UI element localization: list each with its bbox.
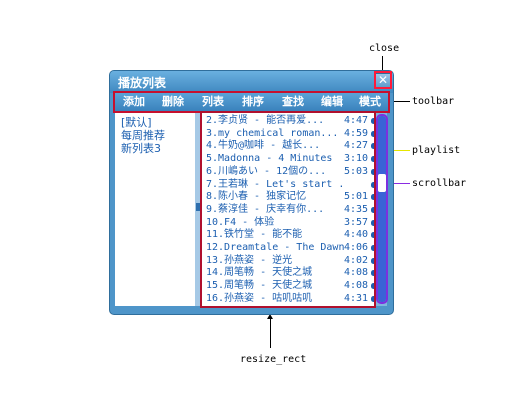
track-title: 10.F4 - 体验 (206, 216, 275, 228)
sidebar-item-weekly[interactable]: 每周推荐 (121, 129, 165, 142)
close-highlight (374, 71, 392, 89)
track-title: 14.周笔畅 - 天使之城 (206, 267, 313, 279)
resize-rect-annotation-label: resize_rect (240, 354, 307, 365)
track-duration: 4:27 (344, 140, 369, 152)
resize-rect[interactable] (377, 341, 385, 349)
track-duration: 5:01 (344, 191, 369, 203)
playlist-row[interactable]: 16.孙燕姿 - 咕叽咕叽 4:31 (206, 292, 374, 306)
track-title: 2.李贞贤 - 能否再爱... (206, 115, 325, 126)
track-duration: 4:31 (344, 292, 369, 304)
playlist-row[interactable]: 7.王若琳 - Let's start ... (206, 178, 374, 192)
playlist-row[interactable]: 5.Madonna - 4 Minutes 3:10 (206, 152, 374, 166)
row-marker-icon (371, 168, 374, 175)
playlist-window: 播放列表 ✕ 添加 删除 列表 排序 查找 编辑 模式 [默认] 每周推荐 新列… (109, 70, 394, 315)
track-duration: 3:10 (344, 153, 369, 165)
row-marker-icon (371, 232, 374, 239)
track-title: 5.Madonna - 4 Minutes (206, 153, 333, 165)
edit-button[interactable]: 编辑 (321, 95, 343, 108)
playlist-row[interactable]: 11.铁竹堂 - 能不能 4:40 (206, 228, 374, 242)
track-title: 4.牛奶@咖啡 - 越长... (206, 140, 321, 152)
resize-rect-annotation-arrow (267, 314, 273, 319)
row-marker-icon (371, 118, 374, 124)
scrollbar-annotation-line (390, 183, 410, 184)
row-marker-icon (371, 181, 374, 188)
list-sidebar: [默认] 每周推荐 新列表3 (115, 113, 195, 306)
track-title: 3.my chemical roman... (206, 127, 339, 139)
track-duration: 4:02 (344, 254, 369, 266)
track-duration: 4:40 (344, 229, 369, 241)
track-title: 9.蔡淳佳 - 庆幸有你... (206, 203, 325, 215)
scrollbar[interactable] (376, 114, 388, 304)
row-marker-icon (371, 270, 374, 277)
row-marker-icon (371, 194, 374, 201)
resize-rect-annotation-line (270, 318, 271, 348)
row-marker-icon (371, 283, 374, 290)
toolbar-annotation-line (391, 101, 410, 102)
close-annotation-label: close (369, 43, 400, 54)
close-annotation-line (382, 56, 383, 70)
scrollbar-annotation-label: scrollbar (412, 178, 467, 189)
window-title: 播放列表 (118, 76, 167, 90)
add-button[interactable]: 添加 (123, 95, 145, 108)
playlist-row[interactable]: 13.孙燕姿 - 逆光 4:02 (206, 254, 374, 268)
row-marker-icon (371, 295, 374, 302)
track-title: 16.孙燕姿 - 咕叽咕叽 (206, 292, 313, 304)
track-title: 11.铁竹堂 - 能不能 (206, 229, 303, 241)
title-bar[interactable]: 播放列表 ✕ (110, 71, 393, 93)
mode-button[interactable]: 模式 (359, 95, 381, 108)
playlist-row[interactable]: 9.蔡淳佳 - 庆幸有你... 4:35 (206, 203, 374, 217)
playlist-annotation-label: playlist (412, 145, 461, 156)
close-icon: ✕ (377, 73, 389, 87)
playlist-row[interactable]: 10.F4 - 体验 3:57 (206, 216, 374, 230)
playlist-row[interactable]: 2.李贞贤 - 能否再爱... 4:47 (206, 114, 374, 128)
playlist-row[interactable]: 3.my chemical roman... 4:59 (206, 127, 374, 141)
track-title: 7.王若琳 - Let's start ... (206, 178, 344, 190)
sidebar-item-default[interactable]: [默认] (121, 116, 152, 129)
track-title: 13.孙燕姿 - 逆光 (206, 254, 293, 266)
track-duration: 5:03 (344, 165, 369, 177)
delete-button[interactable]: 删除 (162, 95, 184, 108)
track-duration: 4:08 (344, 280, 369, 292)
panel-splitter[interactable] (195, 113, 201, 306)
row-marker-icon (371, 206, 374, 213)
playlist-row[interactable]: 6.川嶋あい - 12個の... 5:03 (206, 165, 374, 179)
track-title: 12.Dreamtale - The Dawn (206, 242, 344, 253)
toolbar-annotation-label: toolbar (412, 96, 455, 107)
row-marker-icon (371, 245, 374, 251)
row-marker-icon (371, 130, 374, 137)
playlist-row[interactable]: 14.周笔畅 - 天使之城 4:08 (206, 266, 374, 280)
track-duration: 4:47 (344, 115, 369, 126)
row-marker-icon (371, 219, 374, 226)
track-title: 8.陈小春 - 独家记忆 (206, 191, 307, 203)
playlist-row[interactable]: 15.周笔畅 - 天使之城 4:08 (206, 279, 374, 293)
track-title: 6.川嶋あい - 12個の... (206, 165, 327, 177)
track-duration: 3:57 (344, 216, 369, 228)
track-duration: 4:59 (344, 127, 369, 139)
row-marker-icon (371, 156, 374, 163)
splitter-grip-icon (196, 203, 200, 211)
row-marker-icon (371, 143, 374, 150)
toolbar: 添加 删除 列表 排序 查找 编辑 模式 (113, 91, 390, 113)
track-title: 15.周笔畅 - 天使之城 (206, 280, 313, 292)
track-duration: 4:08 (344, 267, 369, 279)
playlist-row[interactable]: 4.牛奶@咖啡 - 越长... 4:27 (206, 139, 374, 153)
track-duration: 4:06 (344, 242, 369, 253)
sort-button[interactable]: 排序 (242, 95, 264, 108)
sidebar-item-new-list[interactable]: 新列表3 (121, 142, 161, 155)
list-button[interactable]: 列表 (202, 95, 224, 108)
playlist-row[interactable]: 8.陈小春 - 独家记忆 5:01 (206, 190, 374, 204)
track-duration: 4:35 (344, 203, 369, 215)
row-marker-icon (371, 257, 374, 264)
scrollbar-thumb[interactable] (378, 174, 386, 192)
find-button[interactable]: 查找 (282, 95, 304, 108)
